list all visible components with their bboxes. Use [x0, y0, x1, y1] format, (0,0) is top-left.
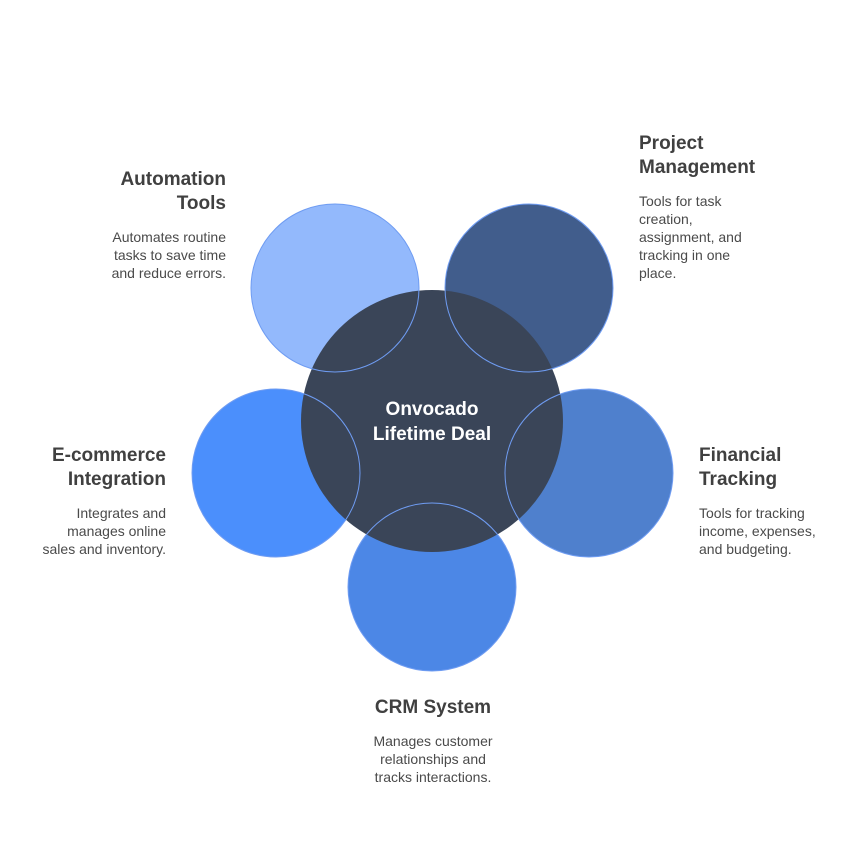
ecommerce-integration-desc-line: manages online: [67, 523, 166, 539]
ecommerce-integration-title: E-commerce Integration: [20, 444, 166, 492]
automation-tools-desc-line: Automates routine: [112, 229, 226, 245]
financial-tracking-title-line2: Tracking: [699, 469, 778, 490]
financial-tracking-desc-line: income, expenses,: [699, 523, 816, 539]
project-management-desc-line: Tools for task: [639, 193, 722, 209]
ecommerce-integration-outline: [191, 388, 361, 558]
ecommerce-integration-title-line1: E-commerce: [51, 445, 166, 466]
crm-system-description: Manages customer relationships and track…: [333, 732, 533, 786]
crm-system-title-line1: CRM System: [374, 697, 492, 718]
ecommerce-integration-desc-line: Integrates and: [76, 505, 166, 521]
ecommerce-integration-description: Integrates and manages online sales and …: [20, 504, 166, 558]
project-management-outline: [444, 203, 614, 373]
financial-tracking-title: Financial Tracking: [699, 444, 849, 492]
center-title-line1: Onvocado: [386, 399, 479, 420]
crm-system-desc-line: relationships and: [380, 751, 486, 767]
project-management-desc-line: creation,: [639, 211, 693, 227]
project-management-desc-line: tracking in one: [639, 247, 731, 263]
center-hub-circle: [301, 290, 563, 552]
automation-tools-title: Automation Tools: [60, 168, 226, 216]
automation-tools-title-line1: Automation: [120, 169, 226, 190]
crm-system-desc-line: Manages customer: [373, 733, 493, 749]
project-management-title-line1: Project: [639, 133, 704, 154]
automation-tools-label: Automation Tools Automates routine tasks…: [60, 168, 226, 282]
automation-tools-desc-line: and reduce errors.: [111, 265, 226, 281]
crm-system-title: CRM System: [333, 696, 533, 720]
automation-tools-outline: [250, 203, 420, 373]
crm-system-outline: [347, 502, 517, 672]
financial-tracking-title-line1: Financial: [699, 445, 782, 466]
automation-tools-desc-line: tasks to save time: [113, 247, 226, 263]
ecommerce-integration-desc-line: sales and inventory.: [42, 541, 166, 557]
financial-tracking-label: Financial Tracking Tools for tracking in…: [699, 444, 849, 558]
project-management-title-line2: Management: [639, 157, 756, 178]
financial-tracking-description: Tools for tracking income, expenses, and…: [699, 504, 849, 558]
financial-tracking-desc-line: and budgeting.: [699, 541, 792, 557]
project-management-title: Project Management: [639, 132, 779, 180]
financial-tracking-desc-line: Tools for tracking: [699, 505, 805, 521]
project-management-desc-line: assignment, and: [639, 229, 742, 245]
automation-tools-title-line2: Tools: [176, 193, 226, 214]
ecommerce-integration-title-line2: Integration: [67, 469, 166, 490]
project-management-desc-line: place.: [639, 265, 677, 281]
financial-tracking-outline: [504, 388, 674, 558]
overlap-outlines: [191, 203, 674, 672]
crm-system-desc-line: tracks interactions.: [374, 769, 492, 785]
ecommerce-integration-label: E-commerce Integration Integrates and ma…: [20, 444, 166, 558]
automation-tools-description: Automates routine tasks to save time and…: [60, 228, 226, 282]
project-management-label: Project Management Tools for task creati…: [639, 132, 779, 282]
project-management-description: Tools for task creation, assignment, and…: [639, 192, 779, 282]
center-title-line2: Lifetime Deal: [373, 424, 491, 445]
crm-system-label: CRM System Manages customer relationship…: [333, 696, 533, 786]
